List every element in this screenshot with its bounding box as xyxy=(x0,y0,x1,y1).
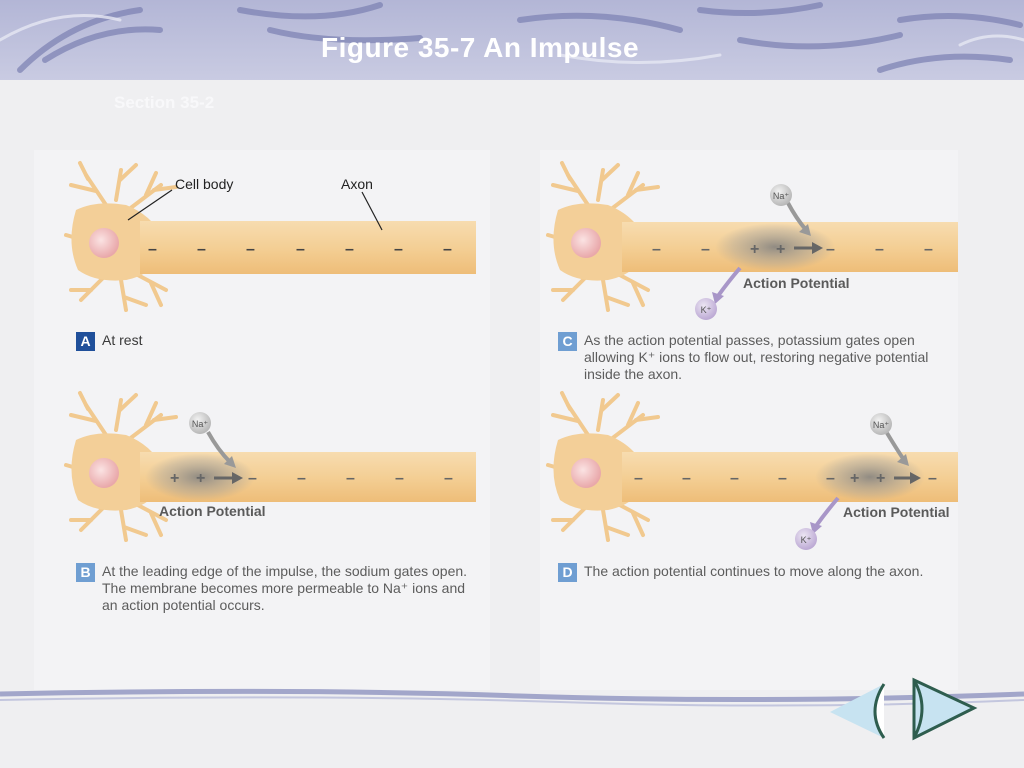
k-efflux-arrow-c xyxy=(716,266,742,298)
minus-d-l0: – xyxy=(634,470,643,487)
charge-a-6: – xyxy=(443,241,452,258)
na-ion-d xyxy=(870,413,892,435)
right-arrow-icon xyxy=(214,472,243,484)
plus-b-1: + xyxy=(196,470,205,487)
minus-b-0: – xyxy=(248,470,257,487)
minus-d-l2: – xyxy=(730,470,739,487)
k-ion-label-d: K⁺ xyxy=(801,535,812,545)
axon-pointer xyxy=(361,191,383,231)
ap-label-d: Action Potential xyxy=(843,504,950,520)
action-potential-glow-c xyxy=(715,223,835,271)
panel-d: – – – – – + + – Na⁺ K⁺ Action Potential xyxy=(546,391,958,550)
minus-c-2: – xyxy=(924,241,933,258)
caption-c: C As the action potential passes, potassi… xyxy=(558,332,978,383)
minus-b-4: – xyxy=(444,470,453,487)
charge-a-1: – xyxy=(197,241,206,258)
na-ion-b xyxy=(189,412,211,434)
minus-c-l1: – xyxy=(701,241,710,258)
cell-body-label: Cell body xyxy=(175,176,233,192)
axon-a xyxy=(140,221,476,274)
charge-a-5: – xyxy=(394,241,403,258)
panel-b: + + – – – – – Na⁺ Action Potential xyxy=(64,391,476,542)
na-ion-label-c: Na⁺ xyxy=(773,191,790,201)
na-ion-c xyxy=(770,184,792,206)
k-ion-label-c: K⁺ xyxy=(701,305,712,315)
minus-c-l0: – xyxy=(652,241,661,258)
charge-a-4: – xyxy=(345,241,354,258)
panel-c: – – + + – – – Na⁺ K⁺ Action Potential xyxy=(546,161,958,320)
charge-a-2: – xyxy=(246,241,255,258)
header-band xyxy=(0,0,1024,80)
letter-badge-d: D xyxy=(558,563,577,582)
cell-body-pointer xyxy=(127,189,173,221)
section-label: Section 35-2 xyxy=(114,93,215,112)
left-arrow-icon xyxy=(830,683,886,739)
minus-d-l1: – xyxy=(682,470,691,487)
minus-b-3: – xyxy=(395,470,404,487)
minus-d-0: – xyxy=(928,470,937,487)
ap-label-c: Action Potential xyxy=(743,275,850,291)
caption-b: B At the leading edge of the impulse, the… xyxy=(76,563,496,614)
plus-c-0: + xyxy=(750,241,759,258)
caption-d-text: The action potential continues to move a… xyxy=(584,563,924,579)
axon-label: Axon xyxy=(341,176,373,192)
minus-c-0: – xyxy=(826,241,835,258)
k-ion-c xyxy=(695,298,717,320)
right-arrow-icon xyxy=(794,242,823,254)
minus-b-1: – xyxy=(297,470,306,487)
letter-badge-c: C xyxy=(558,332,577,351)
plus-d-1: + xyxy=(876,470,885,487)
right-arrow-icon xyxy=(912,677,978,741)
caption-c-text: As the action potential passes, potassiu… xyxy=(584,332,929,382)
action-potential-glow-d xyxy=(815,453,925,501)
minus-d-l4: – xyxy=(826,470,835,487)
next-slide-button[interactable] xyxy=(908,676,978,742)
plus-b-0: + xyxy=(170,470,179,487)
charge-a-0: – xyxy=(148,241,157,258)
minus-b-2: – xyxy=(346,470,355,487)
ap-label-b: Action Potential xyxy=(159,503,266,519)
minus-d-l3: – xyxy=(778,470,787,487)
plus-d-0: + xyxy=(850,470,859,487)
caption-a: A At rest xyxy=(76,332,142,351)
k-ion-d xyxy=(795,528,817,550)
k-efflux-arrow-d xyxy=(814,496,840,528)
slide-title: Figure 35-7 An Impulse xyxy=(320,32,640,63)
na-ion-label-b: Na⁺ xyxy=(192,419,209,429)
right-arrow-icon xyxy=(894,472,921,484)
na-influx-arrow xyxy=(206,431,232,464)
previous-slide-button[interactable] xyxy=(826,678,888,740)
caption-b-text: At the leading edge of the impulse, the … xyxy=(102,563,468,613)
caption-d: D The action potential continues to move … xyxy=(558,563,978,582)
charge-a-3: – xyxy=(296,241,305,258)
caption-a-text: At rest xyxy=(102,332,143,348)
plus-c-1: + xyxy=(776,241,785,258)
panel-a: – – – – – – – Cell body Axon xyxy=(64,161,476,312)
minus-c-1: – xyxy=(875,241,884,258)
letter-badge-a: A xyxy=(76,332,95,351)
letter-badge-b: B xyxy=(76,563,95,582)
na-ion-label-d: Na⁺ xyxy=(873,420,890,430)
